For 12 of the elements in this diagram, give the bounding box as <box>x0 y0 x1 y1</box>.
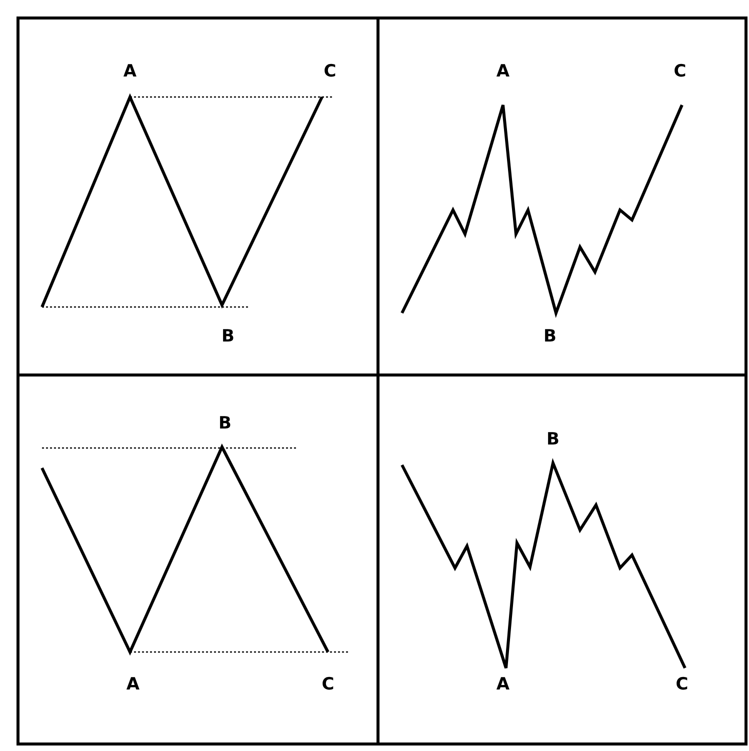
point-label: C <box>674 64 686 80</box>
point-label: C <box>324 64 336 80</box>
point-label: B <box>544 328 556 346</box>
point-label: B <box>222 328 234 346</box>
point-label: A <box>123 64 137 80</box>
point-label: A <box>496 64 510 80</box>
point-label: B <box>218 416 232 432</box>
point-label: A <box>126 676 140 694</box>
point-label: C <box>322 676 334 694</box>
point-label: A <box>496 676 510 694</box>
point-label: C <box>676 676 688 694</box>
point-label: B <box>546 432 560 448</box>
